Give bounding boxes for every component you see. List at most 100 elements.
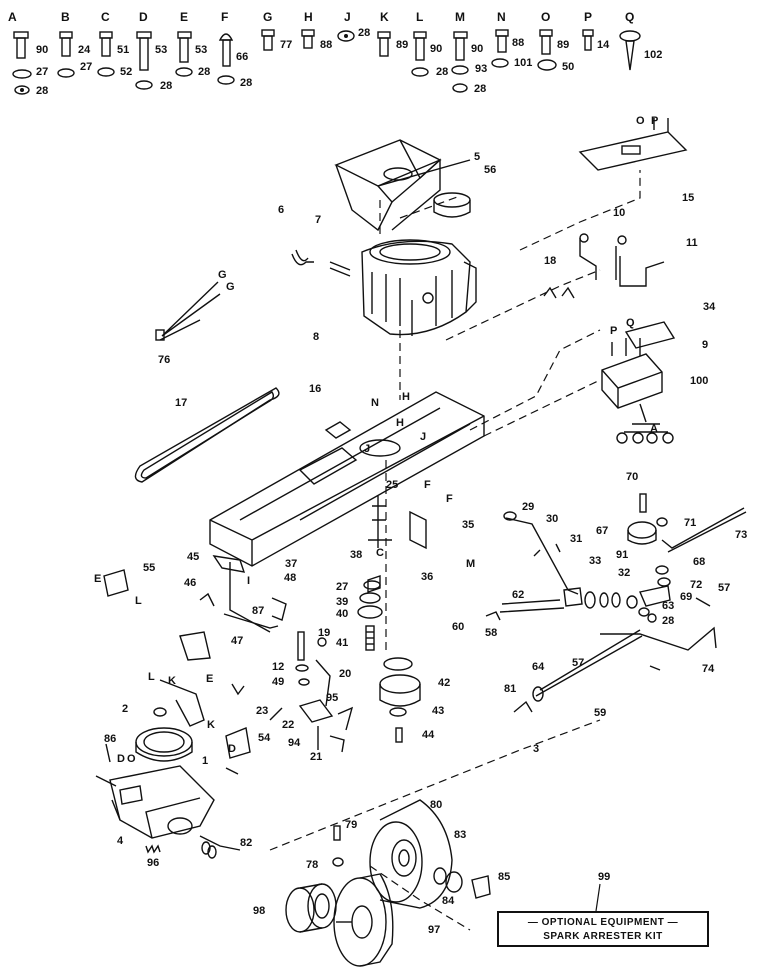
hardware-part-number: 53: [155, 44, 168, 56]
callout-label: H: [396, 417, 404, 429]
callout-label: 6: [278, 204, 285, 216]
callout-label: 81: [504, 683, 517, 695]
callout-label: 16: [309, 383, 322, 395]
hardware-part-number: 14: [597, 39, 610, 51]
callout-label: 70: [626, 471, 639, 483]
callout-label: L: [135, 595, 142, 607]
callout-label: E: [94, 573, 102, 585]
hardware-letter: Q: [625, 10, 635, 24]
callout-label: 76: [158, 354, 171, 366]
callout-label: N: [371, 397, 379, 409]
callout-label: 45: [187, 551, 200, 563]
callout-label: 46: [184, 577, 197, 589]
hardware-part-number: 88: [320, 39, 333, 51]
callout-label: 96: [147, 857, 160, 869]
callout-label: J: [420, 431, 427, 443]
callout-label: 33: [589, 555, 602, 567]
hardware-washer-number: 101: [514, 57, 533, 69]
callout-label: 57: [718, 582, 731, 594]
hardware-part-number: 28: [358, 27, 371, 39]
hardware-washer-number: 93: [475, 63, 488, 75]
hardware-part-number: 90: [430, 43, 443, 55]
callout-label: 38: [350, 549, 363, 561]
hardware-letter: K: [380, 10, 389, 24]
callout-label: 18: [544, 255, 557, 267]
callout-label: 58: [485, 627, 498, 639]
callout-label: 32: [618, 567, 631, 579]
hardware-letter: A: [8, 10, 17, 24]
callout-label: 23: [256, 705, 269, 717]
callout-label: 82: [240, 837, 253, 849]
callout-label: 19: [318, 627, 331, 639]
callout-label: 9: [702, 339, 709, 351]
callout-label: 35: [462, 519, 475, 531]
hardware-letter: J: [344, 10, 351, 24]
hardware-part-number: 51: [117, 44, 130, 56]
callout-label: A: [650, 423, 658, 435]
callout-label: 47: [231, 635, 244, 647]
hardware-letter: B: [61, 10, 70, 24]
hardware-nut-number: 28: [198, 66, 211, 78]
callout-label: 3: [533, 743, 540, 755]
optional-equipment-title: — OPTIONAL EQUIPMENT —: [527, 917, 679, 928]
callout-label: 83: [454, 829, 467, 841]
hardware-part-number: 90: [471, 43, 484, 55]
hardware-letter: N: [497, 10, 506, 24]
callout-label: 8: [313, 331, 320, 343]
callout-label: 71: [684, 517, 697, 529]
hardware-letter: E: [180, 10, 189, 24]
callout-label: 87: [252, 605, 265, 617]
hardware-letter: C: [101, 10, 110, 24]
callout-label: M: [466, 558, 476, 570]
callout-label: 39: [336, 596, 349, 608]
hardware-nut-number: 28: [474, 83, 487, 95]
callout-label: 11: [686, 237, 698, 249]
callout-label: 95: [326, 692, 339, 704]
callout-label: 41: [336, 637, 349, 649]
callout-label: G: [226, 281, 235, 293]
callout-label: 4: [117, 835, 124, 847]
callout-label: 59: [594, 707, 607, 719]
callout-label: I: [247, 575, 251, 587]
callout-label: 79: [345, 819, 358, 831]
hardware-letter: H: [304, 10, 313, 24]
callout-label: K: [207, 719, 215, 731]
callout-label: 20: [339, 668, 352, 680]
hardware-letter: O: [541, 10, 551, 24]
callout-label: 48: [284, 572, 297, 584]
callout-label: 57: [572, 657, 585, 669]
callout-label: 27: [336, 581, 349, 593]
hardware-washer-number: 50: [562, 61, 575, 73]
hardware-nut-number: 28: [36, 85, 49, 97]
callout-label: H: [402, 391, 410, 403]
hardware-part-number: 53: [195, 44, 208, 56]
callout-label: 43: [432, 705, 445, 717]
hardware-part-number: 89: [557, 39, 570, 51]
callout-label: J: [364, 443, 371, 455]
callout-label: 25: [386, 479, 399, 491]
hardware-letter: G: [263, 10, 273, 24]
callout-label: K: [168, 675, 176, 687]
callout-label: 40: [336, 608, 349, 620]
hardware-letter: L: [416, 10, 424, 24]
hardware-part-number: 88: [512, 37, 525, 49]
hardware-nut-number: 28: [240, 77, 253, 89]
callout-label: 49: [272, 676, 285, 688]
hardware-washer-number: 27: [80, 61, 93, 73]
callout-label: 78: [306, 859, 319, 871]
callout-label: 28: [662, 615, 675, 627]
callout-label: 54: [258, 732, 271, 744]
callout-label: 56: [484, 164, 497, 176]
callout-label: Q: [626, 317, 635, 329]
callout-label: 34: [703, 301, 716, 313]
callout-label: 86: [104, 733, 117, 745]
callout-label: C: [376, 547, 384, 559]
callout-label: 80: [430, 799, 443, 811]
hardware-part-number: 77: [280, 39, 293, 51]
callout-label: 5: [474, 151, 481, 163]
callout-label: 15: [682, 192, 695, 204]
hardware-part-number: 89: [396, 39, 409, 51]
callout-label: E: [206, 673, 214, 685]
spark-arrester-kit-label: SPARK ARRESTER KIT: [543, 931, 663, 942]
optional-equipment-box: — OPTIONAL EQUIPMENT — SPARK ARRESTER KI…: [497, 911, 709, 947]
